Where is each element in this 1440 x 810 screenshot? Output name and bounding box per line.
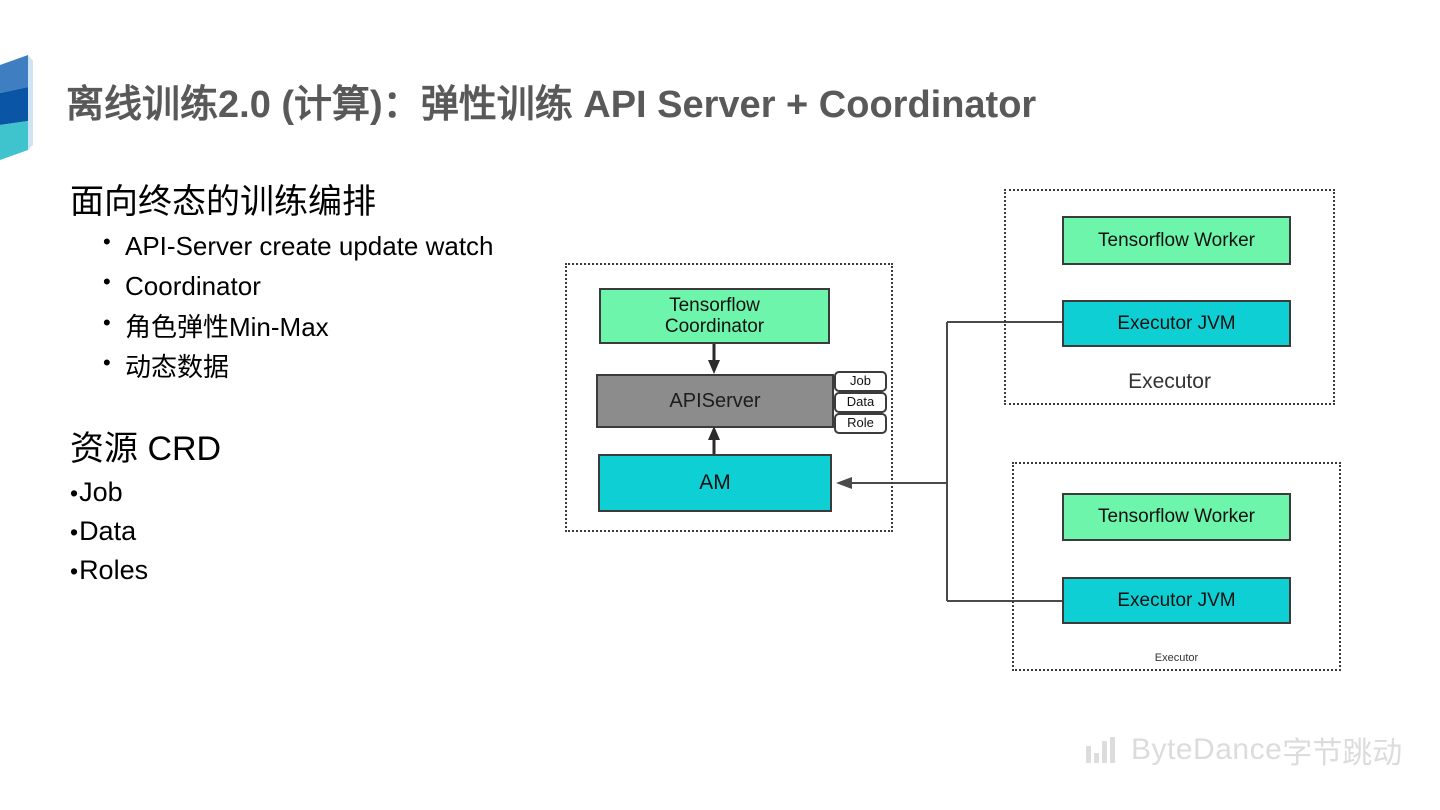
am-label: AM (699, 471, 731, 495)
control-plane-frame (565, 263, 893, 532)
coordinator-label-line1: Tensorflow (669, 294, 760, 316)
list-item: Roles (70, 551, 590, 590)
executor-caption-label-2: Executor (1154, 652, 1199, 664)
left-content-column: 面向终态的训练编排 API-Server create update watch… (70, 182, 590, 590)
list-item: API-Server create update watch (103, 225, 590, 266)
bookmark-ribbon-logo (0, 55, 36, 160)
crd-tag-role[interactable]: Role (834, 413, 887, 434)
worker-label-2: Tensorflow Worker (1098, 506, 1255, 528)
executor-jvm-node-1[interactable]: Executor JVM (1062, 300, 1291, 347)
tensorflow-coordinator-node[interactable]: Tensorflow Coordinator (599, 288, 830, 344)
section-two-bullets: Job Data Roles (70, 473, 590, 590)
executor-frame-2 (1012, 462, 1341, 671)
executor-caption-2: Executor (1012, 652, 1341, 664)
tensorflow-worker-node-1[interactable]: Tensorflow Worker (1062, 216, 1291, 265)
list-item: 动态数据 (103, 346, 590, 387)
executor-caption-1: Executor (1004, 370, 1335, 394)
crd-tag-role-label: Role (847, 415, 874, 431)
page-title: 离线训练2.0 (计算)：弹性训练 API Server + Coordinat… (66, 84, 1037, 126)
executor-caption-label-1: Executor (1128, 370, 1211, 393)
apiserver-label: APIServer (669, 389, 761, 412)
list-item: Coordinator (103, 265, 590, 306)
worker-label-1: Tensorflow Worker (1098, 229, 1255, 251)
list-item: Data (70, 512, 590, 551)
crd-tag-data-label: Data (846, 394, 875, 410)
bytedance-logo: ByteDance 字节跳动 (1086, 728, 1402, 772)
crd-tag-job[interactable]: Job (834, 371, 887, 392)
am-node[interactable]: AM (598, 454, 832, 512)
list-item: Job (70, 473, 590, 512)
section-spacer (70, 387, 590, 429)
bytedance-wordmark: ByteDance (1131, 733, 1283, 766)
tensorflow-worker-node-2[interactable]: Tensorflow Worker (1062, 493, 1291, 541)
list-item: 角色弹性Min-Max (103, 306, 590, 347)
section-two-heading: 资源 CRD (70, 430, 222, 469)
executor-jvm-node-2[interactable]: Executor JVM (1062, 577, 1291, 624)
bytedance-wordmark-cn: 字节跳动 (1282, 737, 1403, 770)
section-one-bullets: API-Server create update watch Coordinat… (70, 225, 590, 387)
crd-tag-job-label: Job (850, 373, 871, 389)
executor-jvm-label-1: Executor JVM (1117, 312, 1236, 334)
executor-jvm-label-2: Executor JVM (1117, 589, 1236, 611)
crd-tag-data[interactable]: Data (834, 392, 887, 413)
bytedance-bars-icon (1086, 737, 1118, 763)
section-one-heading: 面向终态的训练编排 (70, 183, 376, 221)
apiserver-node[interactable]: APIServer (596, 374, 834, 428)
executor-frame-1 (1004, 189, 1335, 405)
coordinator-label-line2: Coordinator (664, 316, 765, 337)
